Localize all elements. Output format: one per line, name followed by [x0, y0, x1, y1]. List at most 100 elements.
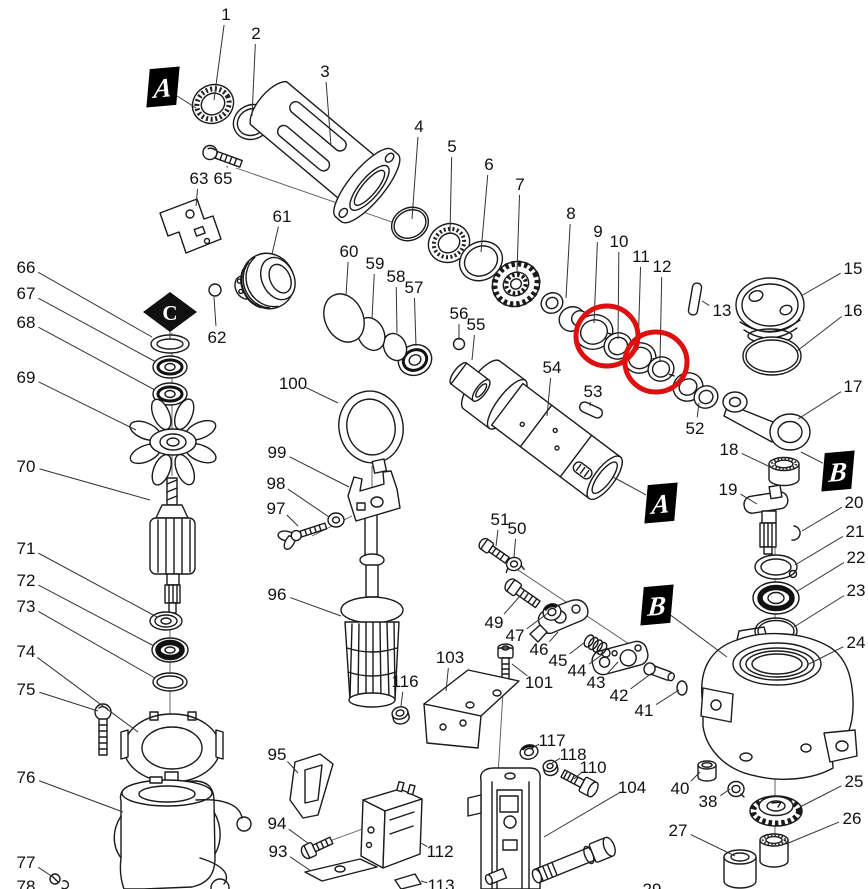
part-label-70: 70: [17, 457, 36, 476]
leader-line-72: [38, 584, 155, 647]
logo-dot: [170, 306, 178, 314]
part-104-handle-frame: [467, 767, 541, 889]
part-label-113: 113: [427, 876, 454, 889]
part-93-plate: [304, 858, 378, 882]
part-label-45: 45: [549, 651, 568, 670]
leader-line-23: [793, 595, 845, 628]
part-3-barrel: [249, 80, 401, 224]
leader-line-49: [503, 595, 521, 615]
part-label-95: 95: [268, 745, 287, 764]
inspection-logo: C: [143, 292, 197, 340]
section-marker-B: B: [640, 584, 674, 626]
leader-line-74: [37, 657, 139, 733]
part-76-stator: [113, 776, 252, 889]
leader-line-4: [411, 136, 419, 220]
part-62-ball: [208, 283, 222, 297]
leader-line-54: [546, 377, 552, 417]
marker-letter: A: [151, 72, 174, 104]
part-98-washer: [327, 512, 345, 528]
part-63-bracket: [159, 198, 222, 254]
part-27-bushing: [723, 849, 757, 889]
leader-line-71: [38, 552, 158, 618]
part-label-21: 21: [846, 522, 865, 541]
part-74-field-ring: [120, 711, 224, 789]
leader-line-103: [445, 667, 449, 692]
part-label-98: 98: [267, 474, 286, 493]
leader-line-77: [37, 866, 54, 878]
part-label-75: 75: [17, 680, 36, 699]
part-label-49: 49: [485, 613, 504, 632]
part-49-screw: [504, 578, 541, 609]
marker-leader-A-1: [612, 476, 647, 496]
part-label-93: 93: [269, 842, 288, 861]
part-label-60: 60: [340, 242, 359, 261]
marker-letter: B: [646, 590, 668, 622]
part-50-nut: [505, 556, 525, 574]
leader-line-75: [39, 691, 99, 712]
logo-diamond: [143, 292, 197, 332]
part-55-piston: [449, 362, 491, 402]
part-label-99: 99: [268, 443, 287, 462]
leader-line-26: [785, 821, 840, 845]
part-69-fan: [129, 398, 217, 486]
part-label-54: 54: [543, 358, 562, 377]
part-94-bolt: [300, 836, 334, 860]
part-label-24: 24: [847, 633, 866, 652]
part-100-grip-ring: [338, 390, 404, 474]
part-label-59: 59: [366, 254, 385, 273]
part-label-4: 4: [414, 117, 423, 136]
section-marker-B: B: [821, 450, 855, 492]
part-label-97: 97: [267, 499, 286, 518]
leader-line-24: [806, 646, 844, 666]
part-95-wedge: [289, 753, 334, 819]
part-53-key: [578, 401, 604, 419]
artwork-layer: [49, 80, 858, 889]
part-112-switch: [360, 780, 423, 869]
part-label-103: 103: [436, 648, 464, 667]
leader-line-46: [549, 631, 559, 642]
part-label-8: 8: [566, 204, 575, 223]
leader-line-67: [38, 297, 157, 363]
part-16-o-ring: [742, 336, 802, 376]
part-label-19: 19: [719, 480, 738, 499]
leader-line-110: [573, 772, 582, 780]
leader-line-118: [551, 757, 561, 764]
part-72-bearing: [151, 637, 189, 663]
leader-line-15: [800, 272, 841, 297]
part-label-117: 117: [538, 731, 565, 750]
leader-line-60: [345, 261, 349, 297]
part-label-58: 58: [387, 267, 406, 286]
highlight-ellipse-2: [622, 329, 690, 395]
part-38-clip: [727, 780, 745, 798]
part-61-cap: [234, 252, 296, 310]
part-96-side-grip: [340, 513, 404, 708]
leader-line-57: [413, 297, 417, 347]
part-label-77: 77: [17, 853, 36, 872]
part-label-94: 94: [268, 814, 287, 833]
part-label-62: 62: [208, 328, 227, 347]
part-label-112: 112: [426, 842, 453, 861]
marker-leader-B-2: [800, 451, 824, 464]
part-42-pin: [643, 662, 675, 682]
leader-line-3: [325, 81, 332, 147]
leader-line-27: [690, 834, 736, 857]
leader-line-52: [696, 402, 700, 418]
leader-line-116: [400, 691, 404, 707]
part-label-69: 69: [17, 368, 36, 387]
leader-line-20: [801, 506, 843, 532]
leader-line-96: [290, 597, 342, 617]
part-label-40: 40: [671, 779, 690, 798]
leader-line-17: [797, 391, 842, 420]
leader-line-76: [38, 780, 124, 813]
leader-line-112: [420, 842, 428, 848]
part-116-nut: [391, 706, 410, 725]
leader-line-55: [471, 334, 475, 361]
part-label-71: 71: [17, 539, 36, 558]
part-label-46: 46: [530, 640, 549, 659]
leader-line-58: [395, 286, 398, 334]
leader-line-95: [287, 761, 299, 774]
part-label-9: 9: [593, 222, 602, 241]
part-75-screw: [94, 703, 112, 756]
part-25-gear: [749, 795, 803, 827]
part-label-18: 18: [720, 440, 739, 459]
